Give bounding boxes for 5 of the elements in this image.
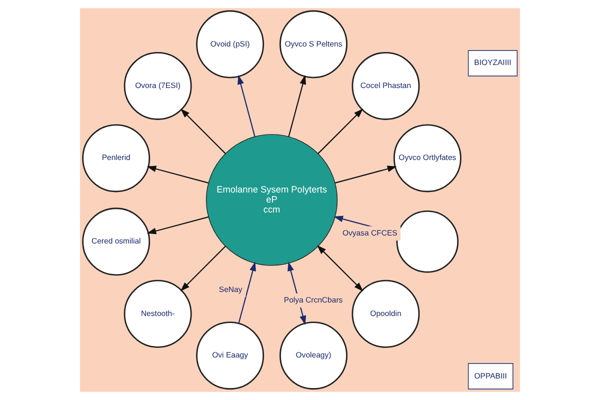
- label: OPPABIII: [474, 371, 507, 380]
- edge-label: Ovyasa CFCES: [342, 228, 398, 238]
- edge-label: Polya CrcnCbars: [284, 295, 343, 304]
- edge-label: SeNay: [218, 284, 242, 294]
- label: BIOYZAIIII: [474, 58, 512, 68]
